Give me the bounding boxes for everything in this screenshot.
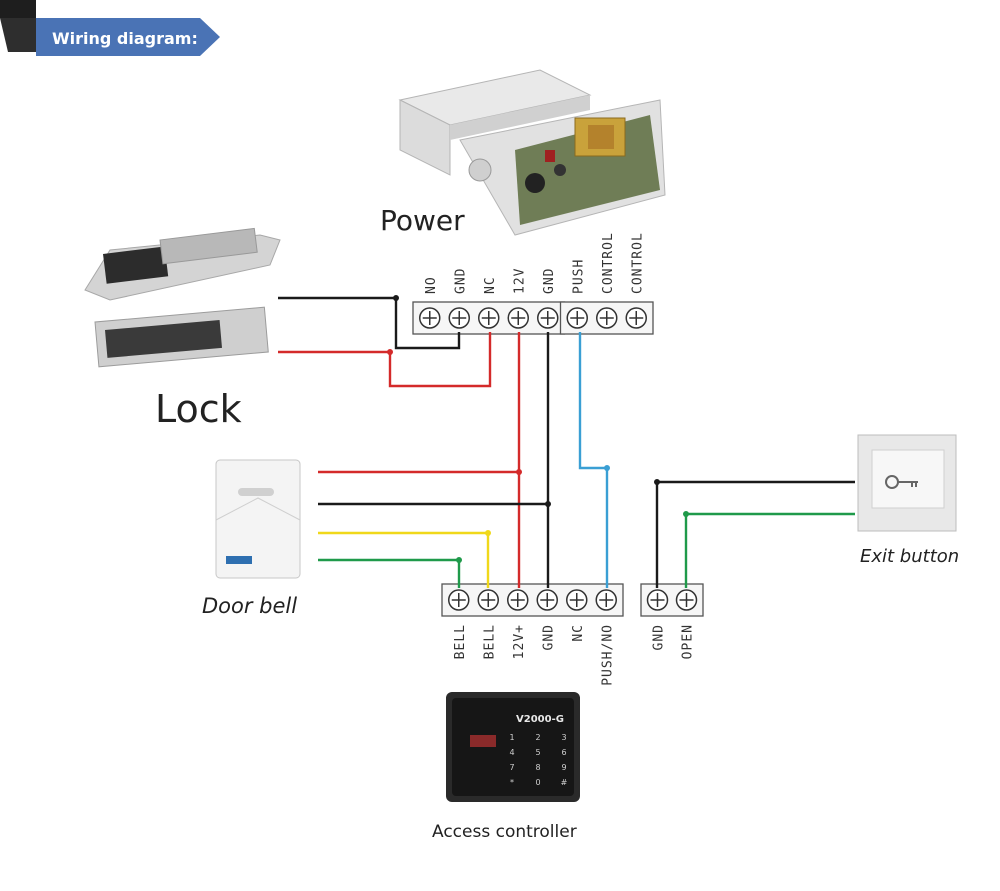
power-terminal-block: NO GND NC 12V GND PUSH CONTROL CONTROL (412, 232, 654, 335)
wire-bell-green (318, 558, 461, 588)
terminal-label: NC (483, 276, 498, 294)
key-icon (885, 475, 918, 489)
keypad-key: 9 (561, 763, 566, 772)
terminal-label: GND (542, 268, 557, 294)
wires (278, 295, 855, 588)
wire-lock-red (278, 332, 492, 388)
terminal-screw (566, 307, 588, 329)
terminal-label: PUSH/NO (600, 624, 615, 686)
terminal-label: CONTROL (630, 232, 645, 294)
keypad-key: 0 (535, 778, 540, 787)
banner: Wiring diagram: (0, 0, 220, 56)
terminal-label: GND (453, 268, 468, 294)
keypad-key: 8 (535, 763, 540, 772)
controller-terminal-block: BELL BELL 12V+ GND NC PUSH/NO (441, 583, 624, 686)
exit-terminal-block: GND OPEN (640, 583, 704, 659)
door-bell-image (215, 459, 301, 579)
terminal-screw (507, 307, 529, 329)
keypad-key: 2 (535, 733, 540, 742)
keypad: 1 2 3 4 5 6 7 8 9 * 0 # (509, 733, 567, 787)
terminal-screw (507, 589, 529, 611)
terminal-screw (566, 589, 588, 611)
terminal-label: OPEN (681, 624, 696, 659)
keypad-key: * (510, 778, 514, 787)
terminal-screw (536, 589, 558, 611)
power-label: Power (380, 204, 465, 237)
terminal-screw (596, 307, 618, 329)
exit-button-image (857, 434, 957, 532)
terminal-label: NC (571, 624, 586, 642)
terminal-label: CONTROL (601, 232, 616, 294)
terminal-screw (448, 307, 470, 329)
terminal-label: GND (541, 624, 556, 650)
controller-model: V2000-G (516, 714, 564, 725)
terminal-screw (625, 307, 647, 329)
lock-image (84, 227, 281, 368)
terminal-screw (537, 307, 559, 329)
wire-push-blue (578, 332, 609, 588)
terminal-label: GND (652, 624, 667, 650)
terminal-screw (675, 589, 698, 611)
terminal-frame (441, 583, 624, 617)
keypad-key: 5 (535, 748, 540, 757)
keypad-key: 3 (561, 733, 566, 742)
power-supply-image (398, 69, 666, 236)
terminal-label: 12V+ (512, 624, 527, 659)
keypad-key: 6 (561, 748, 566, 757)
banner-title: Wiring diagram: (52, 29, 198, 48)
terminal-screw (448, 589, 470, 611)
lock-label: Lock (155, 387, 242, 431)
terminal-screw (478, 307, 500, 329)
keypad-key: # (561, 778, 568, 787)
terminal-label: PUSH (571, 259, 586, 294)
terminal-screw (646, 589, 669, 611)
terminal-label: BELL (453, 624, 468, 659)
terminal-screw (419, 307, 441, 329)
terminal-label: NO (424, 276, 439, 294)
access-controller-image: V2000-G 1 2 3 4 5 6 7 8 9 * 0 # (446, 692, 580, 802)
wire-exit-green (684, 512, 855, 588)
terminal-label: BELL (482, 624, 497, 659)
terminal-screw (595, 589, 617, 611)
terminal-screw (477, 589, 499, 611)
wire-lock-black (278, 296, 461, 350)
keypad-key: 7 (509, 763, 514, 772)
door-bell-label: Door bell (202, 594, 297, 618)
keypad-key: 1 (509, 733, 514, 742)
keypad-key: 4 (509, 748, 514, 757)
terminal-label: 12V (512, 268, 527, 294)
exit-button-label: Exit button (860, 546, 959, 567)
access-controller-label: Access controller (432, 822, 577, 842)
